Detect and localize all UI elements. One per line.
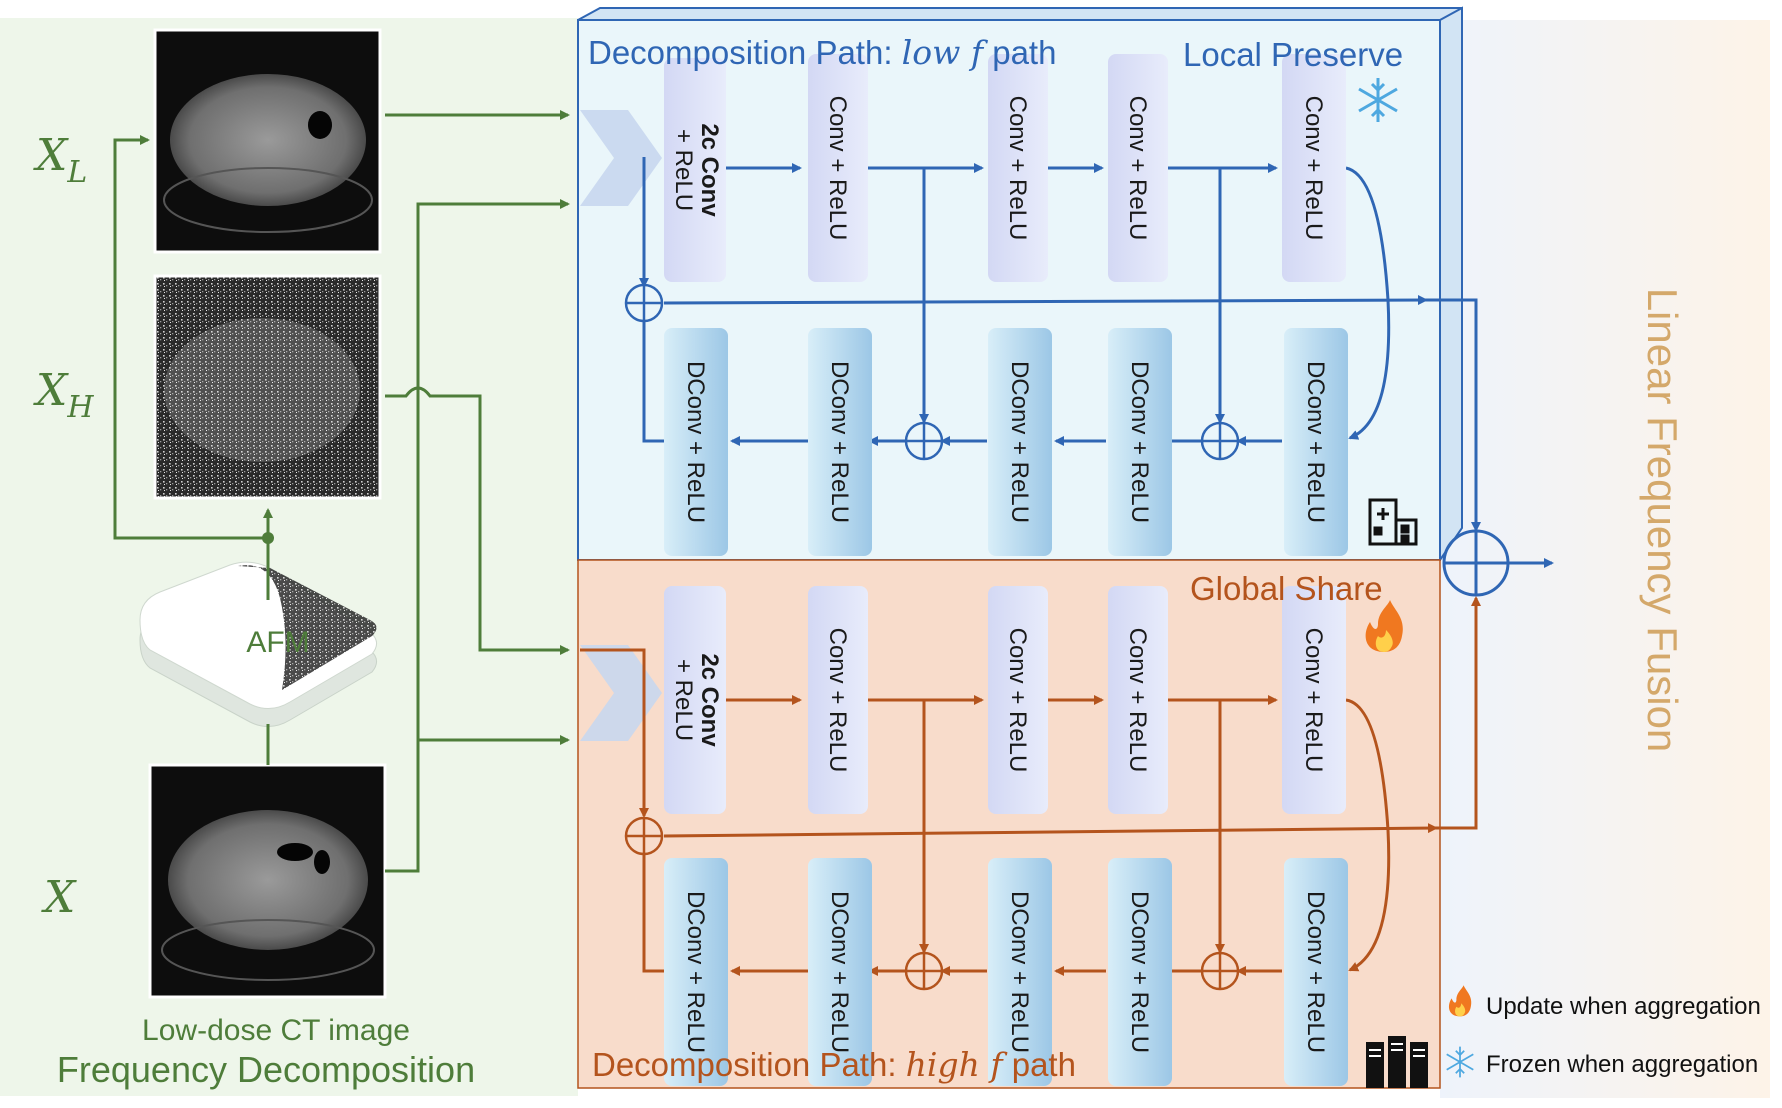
low-block-dconv-3 bbox=[988, 328, 1052, 556]
low-conv-label-4: Conv + ReLU bbox=[1300, 96, 1327, 241]
high-block-conv-3 bbox=[1108, 586, 1168, 814]
high-conv-label-1: Conv + ReLU bbox=[824, 628, 851, 773]
global-share-label: Global Share bbox=[1190, 570, 1383, 607]
legend-fire-icon bbox=[1448, 985, 1472, 1017]
x-label: X bbox=[41, 872, 77, 923]
low-path-decoder-blocks bbox=[664, 328, 1348, 556]
linear-frequency-fusion-label: Linear Frequency Fusion bbox=[1639, 288, 1686, 753]
low-block-conv-3 bbox=[1108, 54, 1168, 282]
high-conv-label-3: Conv + ReLU bbox=[1124, 628, 1151, 773]
xh-label: XH bbox=[33, 365, 94, 425]
high-2c-conv-label-rest: + ReLU bbox=[670, 659, 697, 741]
low-conv-label-3: Conv + ReLU bbox=[1124, 96, 1151, 241]
high-conv-label-2: Conv + ReLU bbox=[1004, 628, 1031, 773]
high-path-title: Decomposition Path: high f path bbox=[592, 1045, 1076, 1084]
low-path-title: Decomposition Path: low f path bbox=[588, 33, 1056, 72]
high-dconv-label-5: DConv + ReLU bbox=[1302, 891, 1329, 1053]
low-block-conv-2 bbox=[988, 54, 1048, 282]
afm-junction-dot bbox=[262, 532, 274, 544]
snowflake-icon bbox=[1358, 78, 1398, 122]
high-dconv-label-1: DConv + ReLU bbox=[682, 891, 709, 1053]
high-path-sum-nodes bbox=[624, 816, 1240, 991]
high-path-encoder-blocks bbox=[664, 586, 1346, 814]
legend-frozen-text: Frozen when aggregation bbox=[1486, 1051, 1758, 1078]
low-dose-ct-image bbox=[148, 763, 387, 999]
legend: Update when aggregation Frozen when aggr… bbox=[1446, 985, 1761, 1078]
low-frequency-ct-image bbox=[153, 28, 382, 254]
high-conv-label-4: Conv + ReLU bbox=[1300, 628, 1327, 773]
high-block-dconv-4 bbox=[1108, 858, 1172, 1086]
high-2c-conv-label-bold: 2c Conv bbox=[696, 653, 723, 747]
low-conv-label-1: Conv + ReLU bbox=[824, 96, 851, 241]
high-block-conv-1 bbox=[808, 586, 868, 814]
high-block-dconv-3 bbox=[988, 858, 1052, 1086]
low-path-input-chevron bbox=[580, 110, 662, 206]
fusion-sum-node bbox=[1442, 529, 1554, 597]
low-2c-conv-label-rest: + ReLU bbox=[670, 129, 697, 211]
low-block-conv-4 bbox=[1282, 54, 1346, 282]
low-dconv-label-5: DConv + ReLU bbox=[1302, 361, 1329, 523]
high-dconv-label-2: DConv + ReLU bbox=[826, 891, 853, 1053]
high-block-dconv-2 bbox=[808, 858, 872, 1086]
low-2c-conv-label-bold: 2c Conv bbox=[696, 123, 723, 217]
high-dconv-label-3: DConv + ReLU bbox=[1006, 891, 1033, 1053]
low-dconv-label-2: DConv + ReLU bbox=[826, 361, 853, 523]
xl-label: XL bbox=[33, 130, 87, 190]
low-dconv-label-4: DConv + ReLU bbox=[1126, 361, 1153, 523]
high-block-2c-conv bbox=[664, 586, 726, 814]
server-icon bbox=[1366, 1036, 1428, 1088]
low-dconv-label-1: DConv + ReLU bbox=[682, 361, 709, 523]
high-block-dconv-5 bbox=[1284, 858, 1348, 1086]
low-panel-3d-edge bbox=[577, 6, 1463, 564]
low-block-dconv-2 bbox=[808, 328, 872, 556]
legend-update-text: Update when aggregation bbox=[1486, 993, 1761, 1020]
green-connectors bbox=[113, 110, 570, 873]
high-path-decoder-blocks bbox=[664, 858, 1348, 1086]
linear-fusion-panel bbox=[1440, 20, 1770, 1098]
low-block-dconv-1 bbox=[664, 328, 728, 556]
low-block-dconv-4 bbox=[1108, 328, 1172, 556]
high-dconv-label-4: DConv + ReLU bbox=[1126, 891, 1153, 1053]
high-path-input-chevron bbox=[580, 645, 662, 741]
high-block-dconv-1 bbox=[664, 858, 728, 1086]
low-block-conv-1 bbox=[808, 54, 868, 282]
high-block-conv-4 bbox=[1282, 586, 1346, 814]
low-dconv-label-3: DConv + ReLU bbox=[1006, 361, 1033, 523]
legend-snowflake-icon bbox=[1446, 1046, 1474, 1078]
low-block-dconv-5 bbox=[1284, 328, 1348, 556]
afm-label: AFM bbox=[246, 626, 309, 659]
low-block-2c-conv bbox=[664, 58, 726, 282]
afm-module bbox=[139, 561, 377, 727]
low-path-connectors bbox=[639, 157, 1481, 532]
low-path-sum-nodes bbox=[624, 283, 1240, 461]
hospital-icon bbox=[1368, 498, 1418, 546]
high-frequency-noise-image bbox=[153, 274, 382, 500]
frequency-decomposition-label: Frequency Decomposition bbox=[57, 1049, 475, 1090]
local-preserve-label: Local Preserve bbox=[1183, 36, 1403, 73]
ct-caption: Low-dose CT image bbox=[142, 1014, 410, 1047]
fire-icon bbox=[1365, 600, 1403, 652]
low-path-encoder-blocks bbox=[664, 54, 1346, 282]
high-block-conv-2 bbox=[988, 586, 1048, 814]
low-conv-label-2: Conv + ReLU bbox=[1004, 96, 1031, 241]
